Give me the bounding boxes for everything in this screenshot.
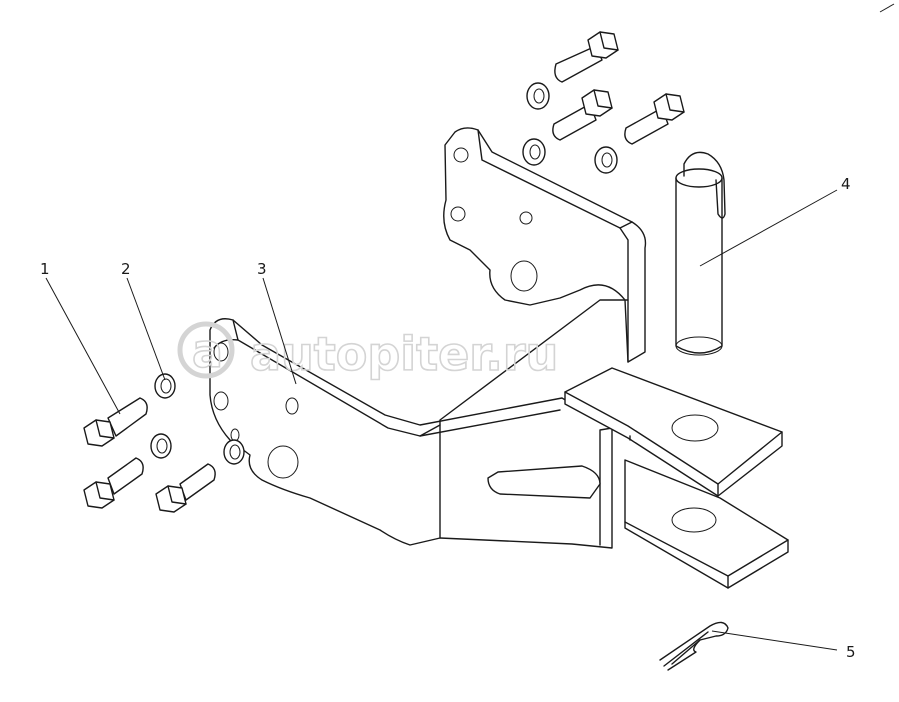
callout-3: 3: [257, 260, 267, 278]
watermark-ring: [177, 321, 235, 379]
callout-4: 4: [841, 175, 851, 193]
lower-hitch-tongue: [624, 459, 789, 589]
bolt-upper-1: [554, 31, 619, 83]
bolt-left-3: [155, 463, 216, 513]
callout-5: 5: [846, 643, 856, 661]
leader-line-1: [45, 277, 121, 415]
hitch-pin: [675, 151, 726, 356]
washer-left-3: [223, 439, 245, 465]
upper-mounting-plate: [443, 127, 647, 363]
watermark-text: autopiter.ru: [250, 327, 558, 381]
watermark: a autopiter.ru: [177, 321, 559, 382]
bolt-upper-2: [552, 89, 613, 141]
leader-line-3: [262, 277, 297, 385]
callout-2: 2: [121, 260, 131, 278]
callout-1: 1: [40, 260, 50, 278]
bolt-left-2: [83, 457, 144, 509]
bolt-upper-3: [624, 93, 685, 145]
corner-mark: [879, 3, 895, 13]
cotter-clip: [659, 621, 729, 671]
leader-line-2: [126, 277, 166, 381]
leader-line-4: [699, 189, 838, 267]
washer-upper-3: [594, 146, 618, 174]
washer-upper-2: [522, 138, 546, 166]
washer-left-2: [150, 433, 172, 459]
watermark-symbol: a: [192, 324, 223, 378]
washer-upper-1: [526, 82, 550, 110]
leader-line-5: [711, 630, 838, 651]
washer-left-1: [154, 373, 176, 399]
upper-hitch-tongue: [564, 367, 783, 497]
bolt-left-1: [83, 397, 148, 447]
